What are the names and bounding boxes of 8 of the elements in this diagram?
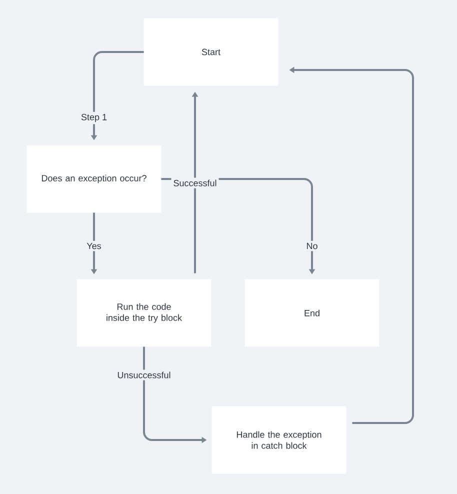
process-box: Handle the exception in catch block bbox=[212, 406, 346, 474]
edge-label: Successful bbox=[171, 178, 219, 188]
process-box: End bbox=[244, 279, 380, 347]
edge-label: Yes bbox=[84, 240, 104, 252]
edge-label: Unsuccessful bbox=[115, 370, 173, 380]
process-box: Run the code inside the try block bbox=[76, 279, 212, 347]
process-box: Does an exception occur? bbox=[26, 145, 162, 213]
process-box: Start bbox=[144, 18, 278, 86]
